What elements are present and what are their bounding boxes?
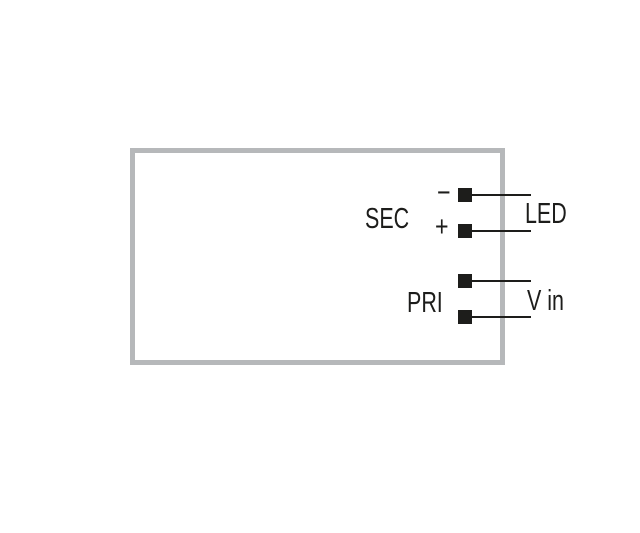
sec-label: SEC — [365, 203, 410, 235]
driver-body-outline — [130, 148, 505, 365]
sec-plus-terminal — [458, 224, 472, 238]
sec-minus-terminal — [458, 188, 472, 202]
pri-terminal-bottom — [458, 310, 472, 324]
pri-terminal-top — [458, 274, 472, 288]
sec-plus-wire — [470, 230, 531, 232]
pri-wire-bottom — [470, 316, 531, 318]
led-label: LED — [525, 198, 567, 230]
plus-sign: + — [435, 211, 449, 243]
pri-wire-top — [470, 280, 531, 282]
minus-sign: − — [437, 177, 451, 209]
sec-minus-wire — [470, 194, 531, 196]
pri-label: PRI — [407, 287, 443, 319]
vin-label: V in — [527, 285, 564, 317]
